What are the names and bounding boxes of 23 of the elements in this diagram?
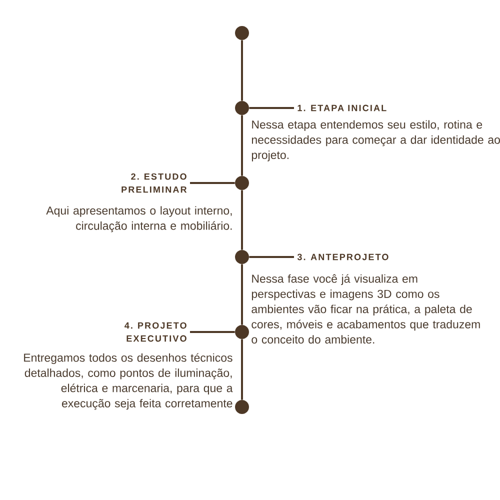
timeline-line xyxy=(241,190,243,250)
timeline-dot xyxy=(235,400,249,414)
timeline-line xyxy=(241,115,243,176)
stage-heading: 2. ESTUDO PRELIMINAR xyxy=(122,173,187,193)
stage-heading: 3. ANTEPROJETO xyxy=(297,254,388,260)
timeline-dot xyxy=(235,250,249,264)
description-text: Entregamos todos os desenhos técnicos detalhados, como pontos de iluminação, elétrica e marcenaria, para que a execução seja feita corretamente xyxy=(24,353,233,410)
timeline-line xyxy=(241,339,243,400)
connector-line xyxy=(190,331,235,333)
connector-line xyxy=(249,256,294,258)
connector-line xyxy=(190,182,235,184)
timeline-line xyxy=(241,40,243,101)
stage-heading: 1. ETAPA INICIAL xyxy=(298,104,386,112)
timeline-dot xyxy=(235,176,249,190)
timeline-dot xyxy=(235,26,249,40)
description-text: Nessa etapa entendemos seu estilo, rotina e necessidades para começar a dar identidade ao projeto. xyxy=(252,120,500,162)
timeline-dot xyxy=(235,101,249,115)
timeline-line xyxy=(241,264,243,325)
connector-line xyxy=(249,107,294,109)
stage-heading: 4. PROJETO EXECUTIVO xyxy=(124,322,186,342)
description-text: Aqui apresentamos o layout interno, circulação interna e mobiliário. xyxy=(46,206,232,232)
description-text: Nessa fase você já visualiza em perspectivas e imagens 3D como os ambientes vão ficar na prática, a paleta de cores, móveis e acabamentos que traduzem o conceito do ambiente. xyxy=(252,274,480,344)
timeline-dot xyxy=(235,325,249,339)
